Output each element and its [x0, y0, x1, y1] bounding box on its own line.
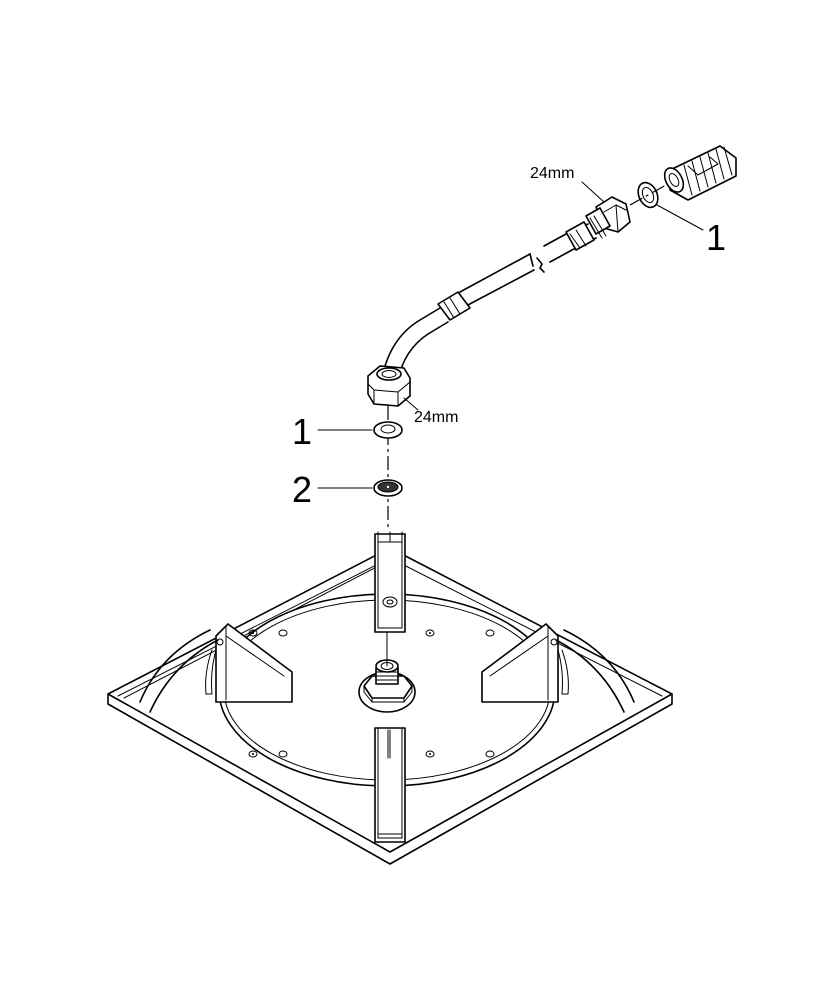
- shower-plate-icon: [107, 531, 673, 865]
- leader-line: [581, 181, 605, 203]
- dimension-label-top: 24mm: [530, 165, 575, 182]
- threaded-adapter-icon: [663, 145, 737, 201]
- leader-line: [403, 397, 419, 411]
- hex-nut-top-icon: [585, 196, 631, 239]
- leader-line: [656, 204, 704, 231]
- callout-label-2: 2: [292, 469, 313, 510]
- screw-icon: [248, 629, 495, 758]
- filter-screen-icon: [373, 479, 403, 497]
- hex-nut-bottom-icon: [367, 365, 411, 407]
- callout-label-1-mid: 1: [292, 411, 313, 452]
- dimension-label-bottom: 24mm: [414, 409, 459, 426]
- hose-icon: [381, 221, 597, 381]
- callout-label-1-top: 1: [706, 217, 727, 258]
- washer-mid-icon: [373, 421, 403, 439]
